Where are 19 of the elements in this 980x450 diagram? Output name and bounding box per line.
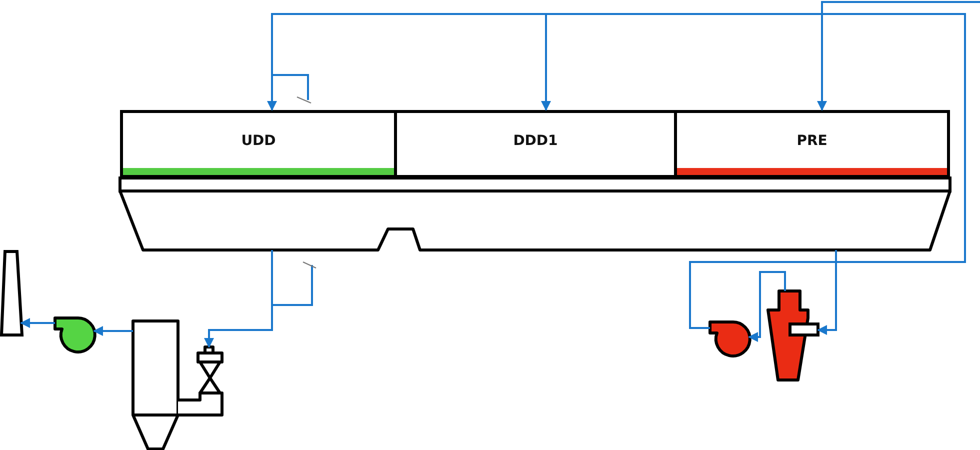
zone-box xyxy=(394,110,677,178)
zone-label: UDD xyxy=(241,133,276,149)
zone-box xyxy=(674,110,950,178)
chimney-icon xyxy=(0,250,24,337)
pipe-arrow xyxy=(817,250,837,335)
hood-drawing xyxy=(118,189,952,252)
fan-icon xyxy=(53,316,99,354)
pipe-arrow xyxy=(541,13,966,329)
pipe-arrow xyxy=(93,326,133,336)
pipe-arrow xyxy=(20,318,55,328)
zone-box xyxy=(120,110,397,178)
cyclone-icon xyxy=(766,289,820,382)
fan-icon xyxy=(708,320,754,360)
zone-label: PRE xyxy=(796,133,828,149)
pipe-arrow xyxy=(817,1,980,111)
pipe-arrow xyxy=(748,271,786,342)
pipe-arrow xyxy=(204,250,273,348)
zone-label: DDD1 xyxy=(513,133,558,149)
rotary-valve-icon xyxy=(178,345,224,417)
